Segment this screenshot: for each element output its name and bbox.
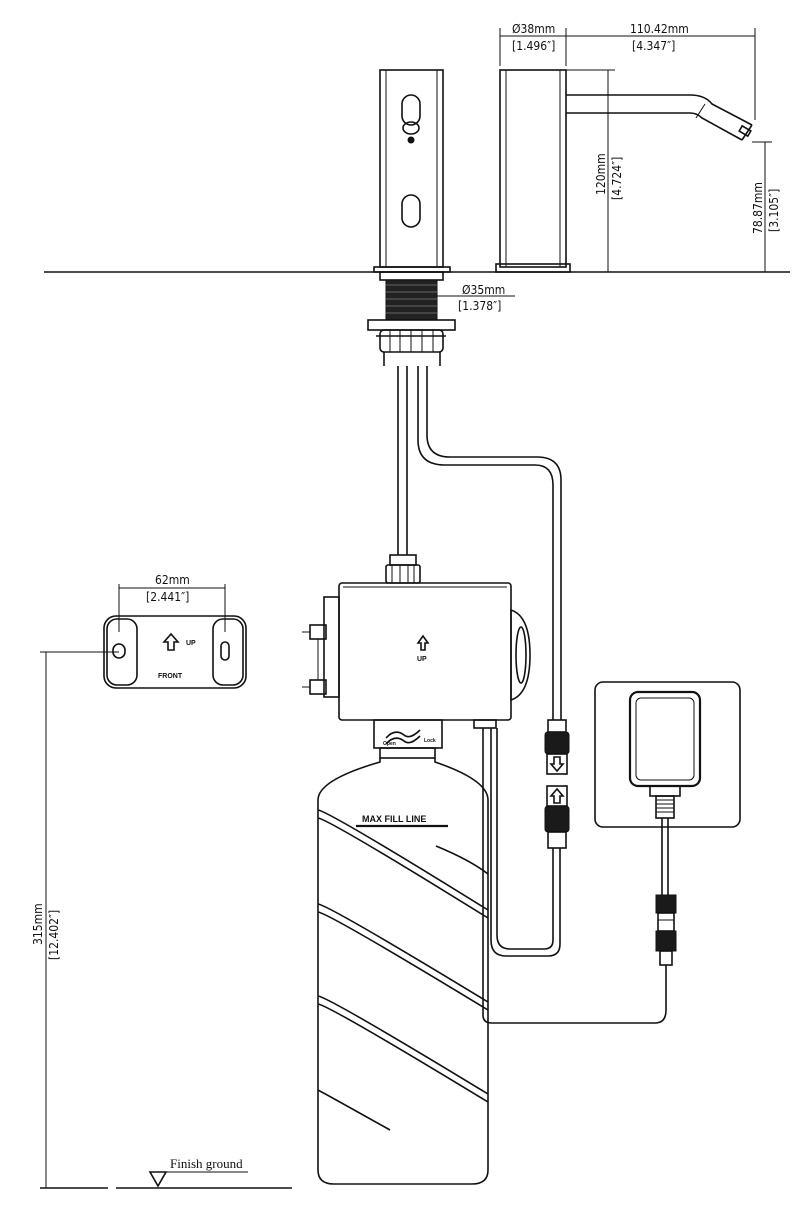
power-wiring [482,728,667,1024]
dim-spout-diameter: Ø38mm [1.496″] [499,22,567,66]
faucet-front-view [373,69,451,273]
spout-reach-imperial: [4.347″] [632,39,675,53]
finish-ground: Finish ground [40,1156,292,1189]
power-adapter [594,681,741,966]
dim-shank-diameter: Ø35mm [1.378″] [437,283,515,313]
bracket-up-arrow-icon [162,632,180,651]
shank-diameter-imperial: [1.378″] [458,299,501,313]
bracket-width-imperial: [2.441″] [146,590,189,604]
dim-spout-height: 120mm [4.724″] [566,69,624,272]
down-arrow-icon [549,756,565,773]
dim-spout-reach: 110.42mm [4.347″] [566,22,756,120]
pump-up-arrow-icon [416,634,430,651]
spout-diameter-metric: Ø38mm [512,22,555,36]
spout-diameter-imperial: [1.496″] [512,39,555,53]
cable-connector [544,719,570,849]
left-slot-icon [112,643,126,659]
spout-height-metric: 120mm [594,153,608,195]
shank-diameter-metric: Ø35mm [462,283,505,297]
outlet-height-metric: 78.87mm [751,182,765,234]
max-fill-label: MAX FILL LINE [362,814,426,824]
spout-height-imperial: [4.724″] [610,157,624,200]
bracket-width-metric: 62mm [155,573,190,587]
right-slot-icon [220,641,230,661]
faucet-side-view [495,69,753,273]
dim-install-height: 315mm [12.402″] [31,651,119,1188]
cap-open-label: Open [383,741,396,747]
pump-unit: UP Open Lock [302,554,531,749]
install-height-imperial: [12.402″] [47,910,61,960]
pump-up-label: UP [417,656,427,663]
dim-outlet-height: 78.87mm [3.105″] [751,141,781,272]
outlet-height-imperial: [3.105″] [767,189,781,232]
ground-marker-icon [148,1171,168,1188]
up-arrow-icon [549,787,565,804]
sensor-window-icon [401,94,421,126]
finish-ground-label: Finish ground [170,1156,243,1171]
lower-slot-icon [401,194,421,228]
faucet-shank [367,271,456,366]
spout-reach-metric: 110.42mm [630,22,689,36]
cap-lock-label: Lock [424,738,436,744]
bracket-front-label: FRONT [158,673,183,680]
bracket-up-label: UP [186,640,196,647]
soap-bottle: MAX FILL LINE [317,747,489,1185]
dim-bracket-width: 62mm [2.441″] [118,573,226,632]
faucet-tubes [397,366,562,720]
install-height-metric: 315mm [31,903,45,945]
